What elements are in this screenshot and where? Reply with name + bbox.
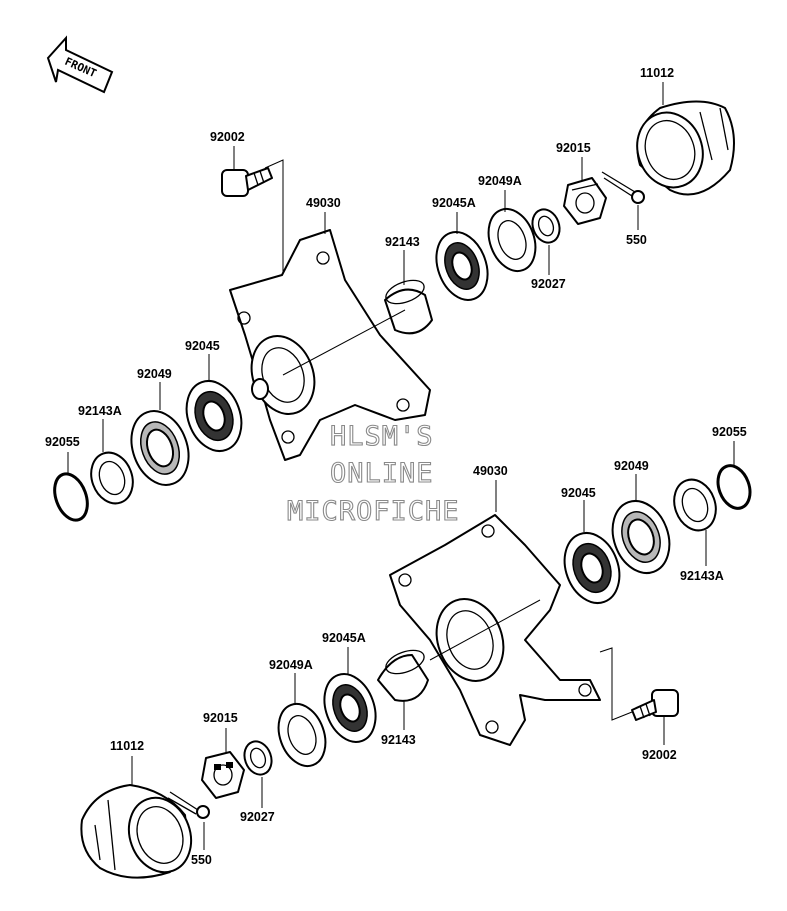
label-92055-right: 92055: [712, 425, 747, 439]
collar-92143A-right: [673, 478, 717, 532]
label-92045A-bottom: 92045A: [322, 631, 366, 645]
oring-92055-left: [53, 472, 89, 522]
seal-92049-right: [611, 500, 671, 574]
label-49030-bottom: 49030: [473, 464, 508, 478]
nut-92015-top: [563, 177, 607, 225]
nut-92015-bottom: [201, 751, 245, 799]
cotter-pin-550-top: [601, 171, 645, 204]
label-550-bottom: 550: [191, 853, 212, 867]
watermark-line3: MICROFICHE: [287, 496, 460, 527]
axis-top: [282, 309, 406, 376]
label-92049A-bottom: 92049A: [269, 658, 313, 672]
label-92027-top: 92027: [531, 277, 566, 291]
label-92143-top: 92143: [385, 235, 420, 249]
cotter-pin-550-bottom: [167, 791, 210, 819]
axis-bottom: [429, 599, 541, 661]
washer-92027-bottom: [243, 740, 273, 776]
label-92049-left: 92049: [137, 367, 172, 381]
oring-92055-right: [716, 464, 752, 510]
leader-92002-to-hub-bottom: [599, 647, 633, 721]
cap-11012-bottom: [80, 784, 193, 879]
label-49030-top: 49030: [306, 196, 341, 210]
label-92002-bottom: 92002: [642, 748, 677, 762]
label-11012-top: 11012: [640, 66, 674, 80]
hub-49030-bottom: [389, 514, 601, 746]
washer-92027-top: [531, 208, 561, 244]
label-92143-bottom: 92143: [381, 733, 416, 747]
label-92015-top: 92015: [556, 141, 591, 155]
label-92027-bottom: 92027: [240, 810, 275, 824]
label-92045-right: 92045: [561, 486, 596, 500]
spacer-92143-bottom: [377, 649, 429, 702]
seal-92049A-bottom: [277, 703, 327, 767]
bolt-92002-top: [221, 167, 273, 197]
hub-49030-top: [229, 229, 431, 461]
seal-92049A-top: [487, 208, 537, 272]
front-arrow-icon: FRONT: [46, 35, 114, 94]
seal-92049-left: [130, 410, 190, 486]
label-92049A-top: 92049A: [478, 174, 522, 188]
label-92143A-left: 92143A: [78, 404, 122, 418]
label-92143A-right: 92143A: [680, 569, 724, 583]
bearing-92045A-top: [435, 231, 489, 301]
label-92015-bottom: 92015: [203, 711, 238, 725]
cap-11012-top: [636, 100, 735, 196]
label-92049-right: 92049: [614, 459, 649, 473]
bearing-92045-right: [563, 532, 621, 604]
label-92045-left: 92045: [185, 339, 220, 353]
label-92002-top: 92002: [210, 130, 245, 144]
label-550-top: 550: [626, 233, 647, 247]
collar-92143A-left: [90, 451, 134, 505]
spacer-92143-top: [384, 279, 433, 335]
bolt-92002-bottom: [631, 689, 679, 721]
bearing-92045A-bottom: [323, 673, 377, 743]
watermark-line1: HLSM'S: [330, 421, 434, 452]
label-92055-left: 92055: [45, 435, 80, 449]
bearing-92045-left: [185, 380, 243, 452]
leader-92002-to-hub: [264, 159, 284, 300]
label-92045A-top: 92045A: [432, 196, 476, 210]
watermark-line2: ONLINE: [330, 458, 434, 489]
label-11012-bottom: 11012: [110, 739, 144, 753]
watermark: HLSM'S ONLINE MICROFICHE: [286, 420, 460, 527]
